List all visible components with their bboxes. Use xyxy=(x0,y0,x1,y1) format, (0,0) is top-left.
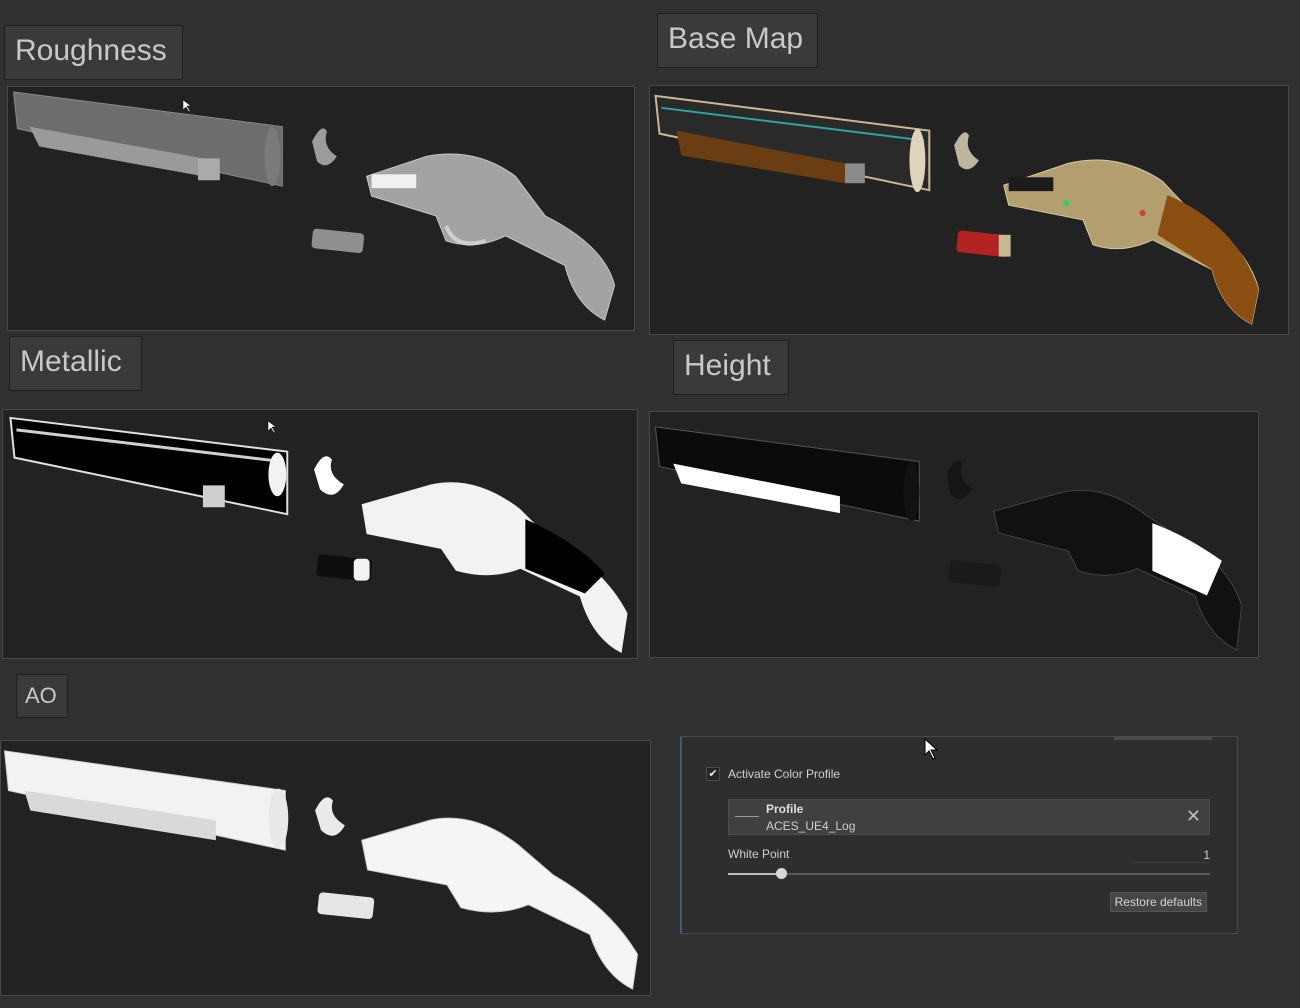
white-point-value-input[interactable]: 1 xyxy=(1130,848,1210,863)
roughness-label-text: Roughness xyxy=(15,34,167,67)
white-point-slider-fill xyxy=(728,873,782,875)
height-label: Height xyxy=(673,340,789,395)
roughness-viewport[interactable] xyxy=(7,86,635,331)
metallic-label-text: Metallic xyxy=(20,345,122,378)
ao-label: AO xyxy=(16,674,68,718)
ao-label-text: AO xyxy=(25,683,57,708)
height-shotgun-render xyxy=(654,426,1243,651)
white-point-slider-thumb[interactable] xyxy=(776,868,788,879)
profile-title: Profile xyxy=(766,802,804,816)
profile-value: ACES_UE4_Log xyxy=(766,819,856,833)
restore-defaults-button[interactable]: Restore defaults xyxy=(1109,892,1207,912)
panel-tab-indicator xyxy=(1114,737,1212,740)
ao-shotgun-render xyxy=(3,750,639,990)
white-point-label: White Point xyxy=(728,847,790,861)
arrow-cursor-icon xyxy=(267,420,277,434)
activate-color-profile-checkbox[interactable]: ✔ xyxy=(706,767,720,781)
height-viewport[interactable] xyxy=(649,411,1259,658)
profile-swatch-line xyxy=(735,816,759,817)
arrow-cursor-icon xyxy=(924,738,938,760)
metallic-viewport[interactable] xyxy=(2,409,638,659)
activate-color-profile-row[interactable]: ✔ Activate Color Profile xyxy=(706,767,840,781)
activate-color-profile-label: Activate Color Profile xyxy=(728,767,841,781)
base-map-viewport[interactable] xyxy=(649,85,1289,335)
base-map-label-text: Base Map xyxy=(668,22,804,55)
arrow-cursor-icon xyxy=(182,99,192,113)
roughness-label: Roughness xyxy=(4,25,183,80)
height-label-text: Height xyxy=(684,349,771,382)
white-point-slider[interactable] xyxy=(728,868,1210,879)
base-map-label: Base Map xyxy=(657,13,818,68)
color-profile-panel: ✔ Activate Color Profile Profile ACES_UE… xyxy=(680,736,1238,934)
metallic-label: Metallic xyxy=(9,336,142,391)
ao-viewport[interactable] xyxy=(0,740,651,996)
profile-field[interactable]: Profile ACES_UE4_Log ✕ xyxy=(728,799,1210,835)
checkmark-icon: ✔ xyxy=(708,767,718,780)
base-map-shotgun-render xyxy=(654,94,1260,325)
roughness-shotgun-render xyxy=(12,91,616,321)
metallic-shotgun-render xyxy=(9,416,628,654)
clear-profile-close-icon[interactable]: ✕ xyxy=(1185,806,1201,826)
